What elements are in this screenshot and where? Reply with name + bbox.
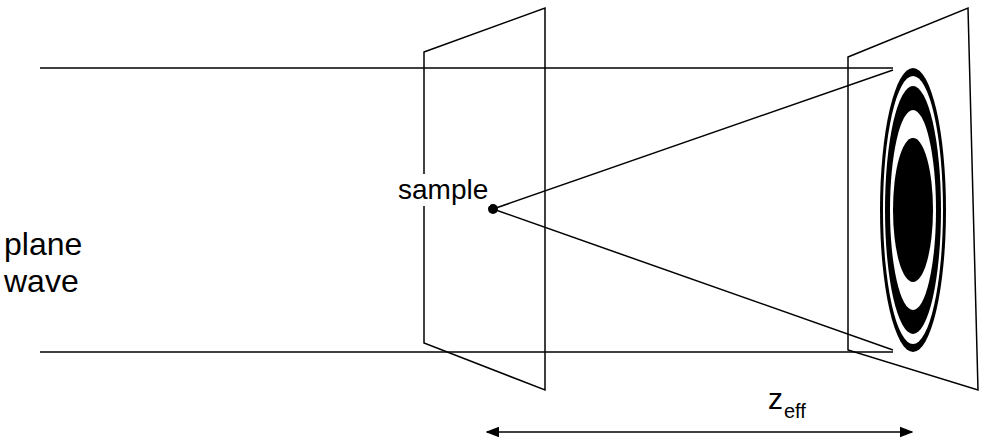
beam-edge — [40, 67, 893, 69]
distance-subscript: eff — [784, 400, 806, 423]
scatter-line — [493, 70, 893, 209]
diffraction-center — [893, 138, 933, 282]
diffraction-ring — [880, 68, 946, 352]
diffraction-ring — [883, 76, 943, 344]
detector-plane — [848, 8, 978, 390]
diffraction-ring — [890, 110, 936, 310]
sample-label: sample — [396, 174, 490, 206]
beam-edge — [40, 351, 893, 353]
distance-arrow — [487, 431, 912, 433]
diffraction-ring — [885, 86, 941, 334]
scatter-line — [493, 209, 893, 350]
distance-symbol: z — [768, 382, 783, 417]
wave-label: plane wave — [4, 226, 99, 300]
